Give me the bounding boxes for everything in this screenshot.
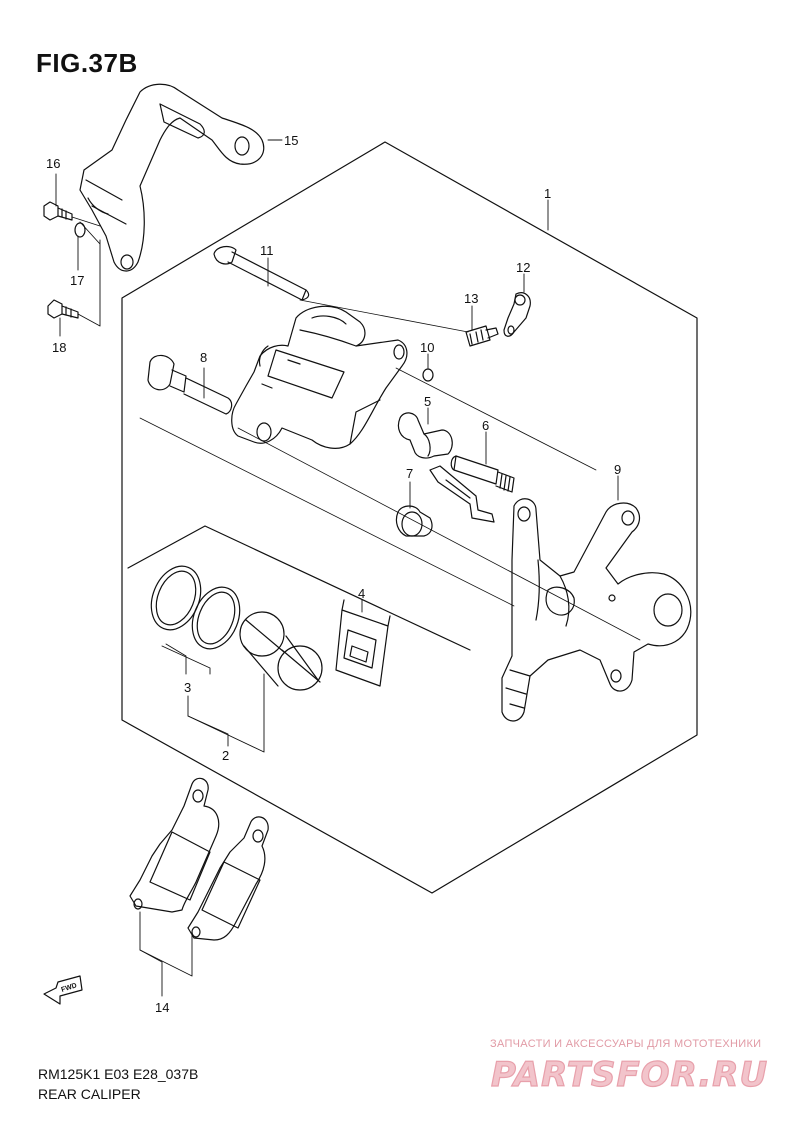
caliper-bracket-9-part xyxy=(501,498,692,722)
pad-retainer-4-part xyxy=(335,599,391,687)
pad-spring-part xyxy=(429,465,495,523)
fwd-label: FWD xyxy=(60,982,77,994)
figure-name: REAR CALIPER xyxy=(38,1086,141,1102)
mounting-bracket-part xyxy=(79,83,265,272)
watermark-logo-text: PARTSFOR.RU xyxy=(491,1055,768,1094)
assembly-boundary xyxy=(121,141,698,894)
callout-1: 1 xyxy=(544,186,551,201)
sleeve-6-part xyxy=(450,455,515,493)
callout-9: 9 xyxy=(614,462,621,477)
callout-16: 16 xyxy=(46,156,60,171)
callout-15: 15 xyxy=(284,133,298,148)
washer-17-part xyxy=(74,222,86,238)
callout-3: 3 xyxy=(184,680,191,695)
callout-numbers: 1 2 3 4 5 6 7 8 9 10 11 12 13 14 15 16 1… xyxy=(46,133,621,1015)
boot-5-part xyxy=(397,412,453,459)
callout-7: 7 xyxy=(406,466,413,481)
bleeder-valve-13-part xyxy=(465,325,499,347)
callout-5: 5 xyxy=(424,394,431,409)
washer-10-part xyxy=(422,368,434,382)
callout-4: 4 xyxy=(358,586,365,601)
callout-12: 12 xyxy=(516,260,530,275)
piston-seal-group-boundary xyxy=(127,525,471,651)
callout-10: 10 xyxy=(420,340,434,355)
callout-17: 17 xyxy=(70,273,84,288)
callout-leader-lines xyxy=(55,139,619,997)
slide-pin-11-part xyxy=(213,245,310,301)
bleeder-cap-12-part xyxy=(503,292,531,337)
callout-11: 11 xyxy=(260,243,274,258)
callout-8: 8 xyxy=(200,350,207,365)
watermark-tagline: ЗАПЧАСТИ И АКСЕССУАРЫ ДЛЯ МОТОТЕХНИКИ xyxy=(490,1038,762,1050)
brake-pad-left-part xyxy=(129,777,220,913)
callout-13: 13 xyxy=(464,291,478,306)
piston-part xyxy=(239,611,323,691)
forward-direction-arrow xyxy=(43,975,83,1005)
figure-title: FIG.37B xyxy=(36,48,138,78)
callout-18: 18 xyxy=(52,340,66,355)
bolt-16-part xyxy=(43,201,73,221)
callout-2: 2 xyxy=(222,748,229,763)
callout-6: 6 xyxy=(482,418,489,433)
bolt-18-part xyxy=(47,299,79,319)
callout-14: 14 xyxy=(155,1000,169,1015)
figure-code: RM125K1 E03 E28_037B xyxy=(38,1066,199,1082)
caliper-body-part xyxy=(231,305,408,449)
slide-pin-8-part xyxy=(147,354,233,415)
piston-seal-inner-part xyxy=(191,586,241,650)
brake-pad-right-part xyxy=(187,816,269,941)
watermark-logo: PARTSFOR.RU xyxy=(490,1054,768,1094)
piston-seal-outer-part xyxy=(150,565,202,631)
